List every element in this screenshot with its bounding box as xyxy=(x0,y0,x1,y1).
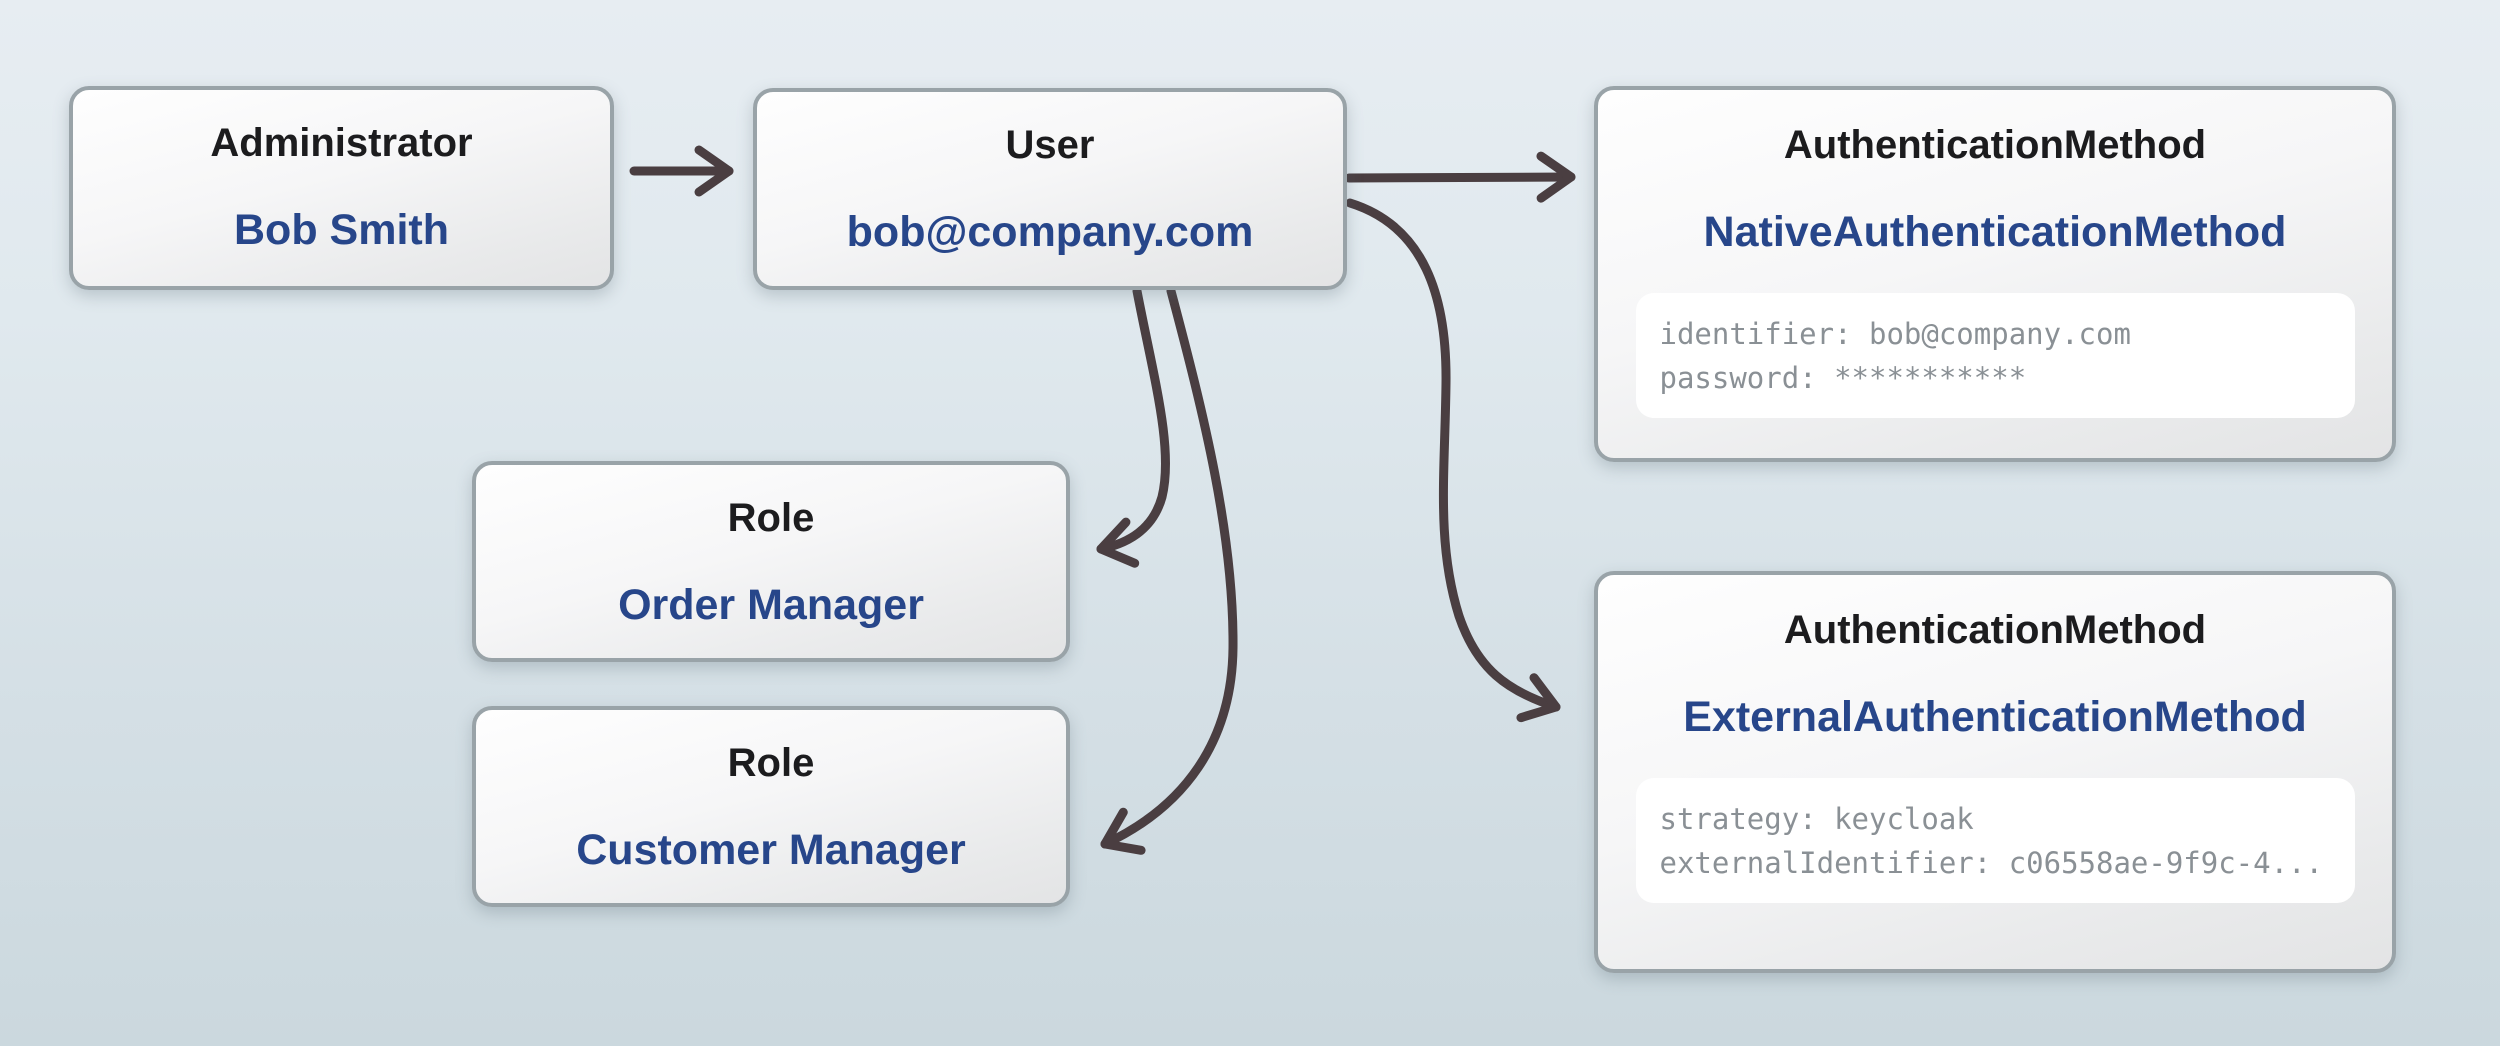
node-user: User bob@company.com xyxy=(753,88,1347,290)
edge-user-to-external-auth xyxy=(1345,198,1561,723)
node-role-customer-manager: Role Customer Manager xyxy=(472,706,1070,907)
node-native-authentication-method: AuthenticationMethod NativeAuthenticatio… xyxy=(1594,86,2396,462)
attribute-external-identifier: externalIdentifier: c06558ae-9f9c-4... xyxy=(1659,845,2323,880)
node-value-label: ExternalAuthenticationMethod xyxy=(1683,693,2307,741)
node-type-label: User xyxy=(1005,123,1095,167)
node-external-authentication-method: AuthenticationMethod ExternalAuthenticat… xyxy=(1594,571,2396,973)
attribute-strategy: strategy: keycloak xyxy=(1659,801,1974,836)
node-value-label: Customer Manager xyxy=(576,826,966,874)
edge-user-to-native-auth xyxy=(1344,151,1576,203)
edge-user-to-role-customer xyxy=(1100,286,1238,855)
node-administrator: Administrator Bob Smith xyxy=(69,86,614,290)
attribute-identifier: identifier: bob@company.com xyxy=(1659,316,2131,351)
node-type-label: Role xyxy=(727,741,815,785)
edge-user-to-role-order xyxy=(1096,286,1171,568)
attributes-panel: strategy: keycloak externalIdentifier: c… xyxy=(1635,778,2355,903)
node-type-label: AuthenticationMethod xyxy=(1783,123,2207,167)
node-value-label: Bob Smith xyxy=(234,206,449,254)
node-value-label: NativeAuthenticationMethod xyxy=(1703,208,2287,256)
node-type-label: AuthenticationMethod xyxy=(1783,608,2207,652)
node-type-label: Role xyxy=(727,496,815,540)
attribute-password: password: *********** xyxy=(1659,360,2027,395)
node-role-order-manager: Role Order Manager xyxy=(472,461,1070,662)
node-type-label: Administrator xyxy=(210,121,473,165)
attributes-panel: identifier: bob@company.com password: **… xyxy=(1635,293,2355,418)
node-value-label: Order Manager xyxy=(618,581,924,629)
node-value-label: bob@company.com xyxy=(846,208,1254,256)
